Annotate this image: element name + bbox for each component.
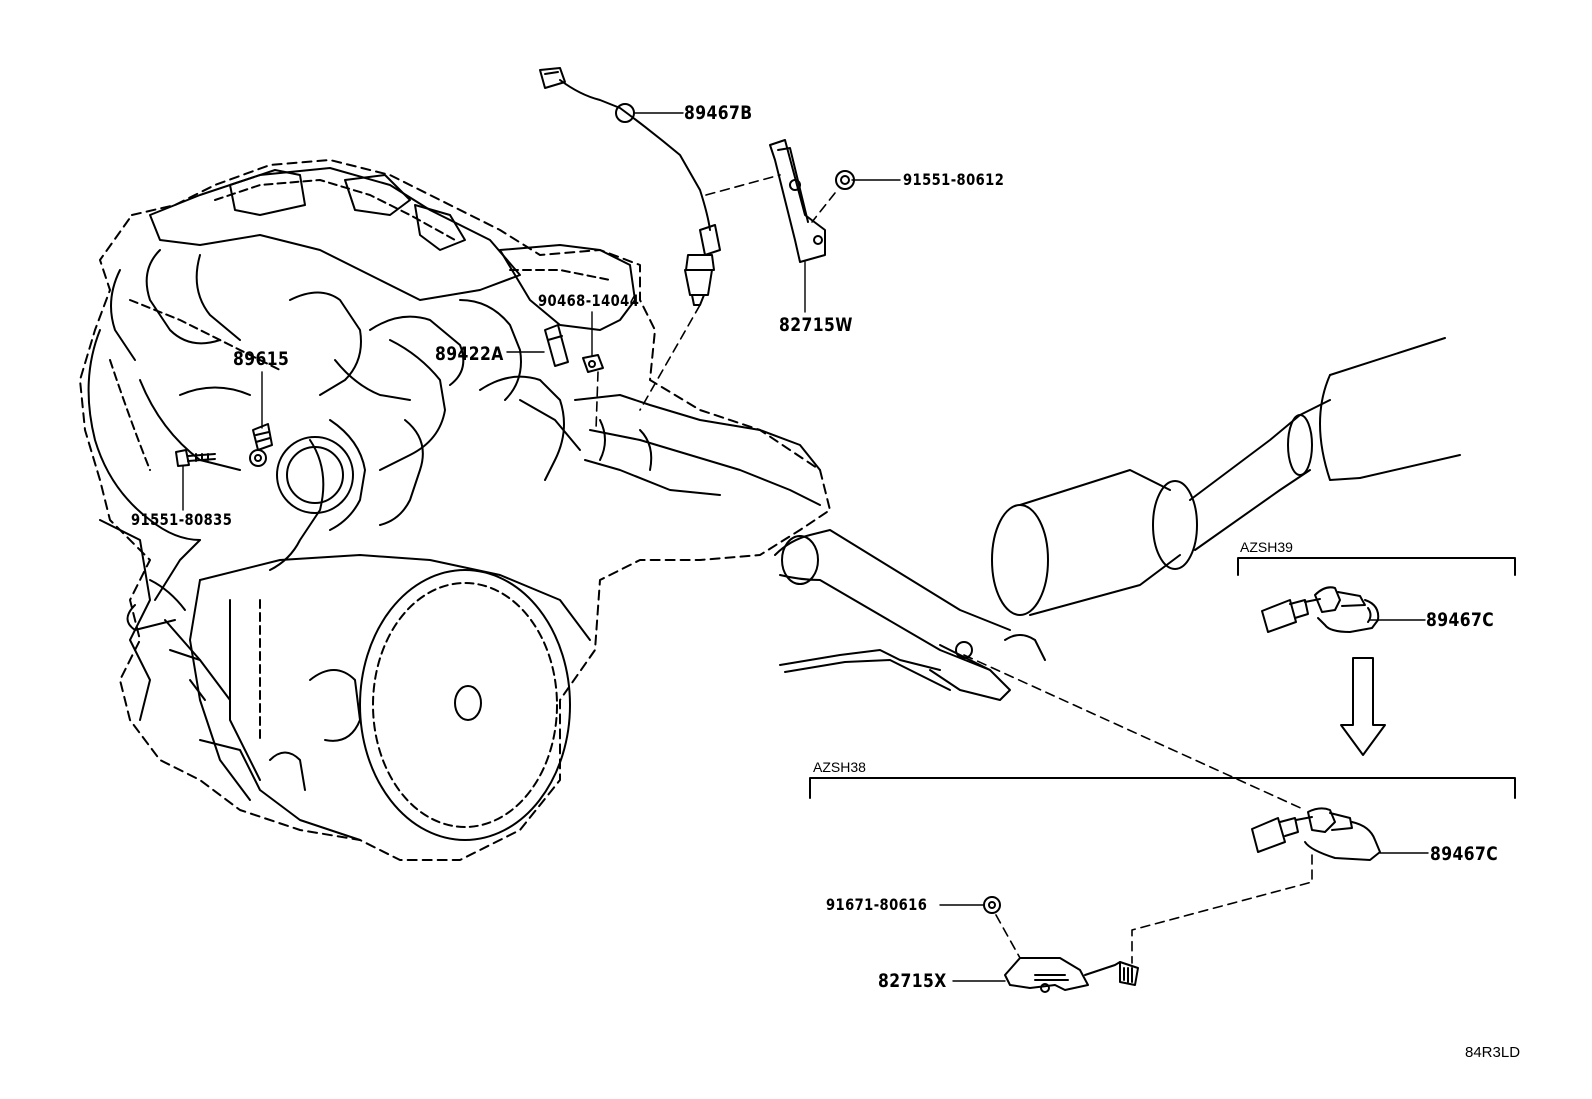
variant-label-upper: AZSH39 (1240, 539, 1293, 555)
part-number-91551-80835[interactable]: 91551-80835 (131, 510, 233, 529)
engine-assembly (79, 159, 831, 861)
variant-bracket-upper (1237, 557, 1516, 576)
bracket-82715W (769, 139, 826, 263)
part-number-89422A[interactable]: 89422A (435, 343, 504, 365)
part-number-89467B[interactable]: 89467B (684, 102, 753, 124)
part-number-89615[interactable]: 89615 (233, 348, 290, 370)
part-number-82715X[interactable]: 82715X (878, 970, 947, 992)
part-number-91671-80616[interactable]: 91671-80616 (826, 895, 928, 914)
part-number-90468-14044[interactable]: 90468-14044 (538, 291, 640, 310)
oxygen-sensor-89467C-upper (1261, 586, 1380, 633)
oxygen-sensor-89467C-lower (1251, 807, 1381, 861)
bracket-82715X (1004, 957, 1139, 993)
variant-bracket-lower (809, 777, 1516, 799)
knock-sensor-89615 (249, 423, 273, 467)
leader-lines (182, 112, 1429, 982)
variant-label-lower: AZSH38 (813, 759, 866, 775)
dashed-reference-lines (595, 174, 1313, 964)
part-number-91551-80612[interactable]: 91551-80612 (903, 170, 1005, 189)
arrow-down-icon (1340, 657, 1386, 756)
nut-91671-80616 (983, 896, 1001, 914)
sensor-89422A (544, 324, 569, 367)
part-number-82715W[interactable]: 82715W (779, 314, 853, 336)
exhaust-system (774, 337, 1461, 701)
bolt-91551-80835 (175, 449, 216, 467)
clip-90468-14044 (582, 354, 604, 373)
air-fuel-sensor-89467B (539, 67, 721, 306)
illustration-code: 84R3LD (1465, 1044, 1521, 1061)
part-number-89467C-upper[interactable]: 89467C (1426, 609, 1495, 631)
part-number-89467C-lower[interactable]: 89467C (1430, 843, 1499, 865)
